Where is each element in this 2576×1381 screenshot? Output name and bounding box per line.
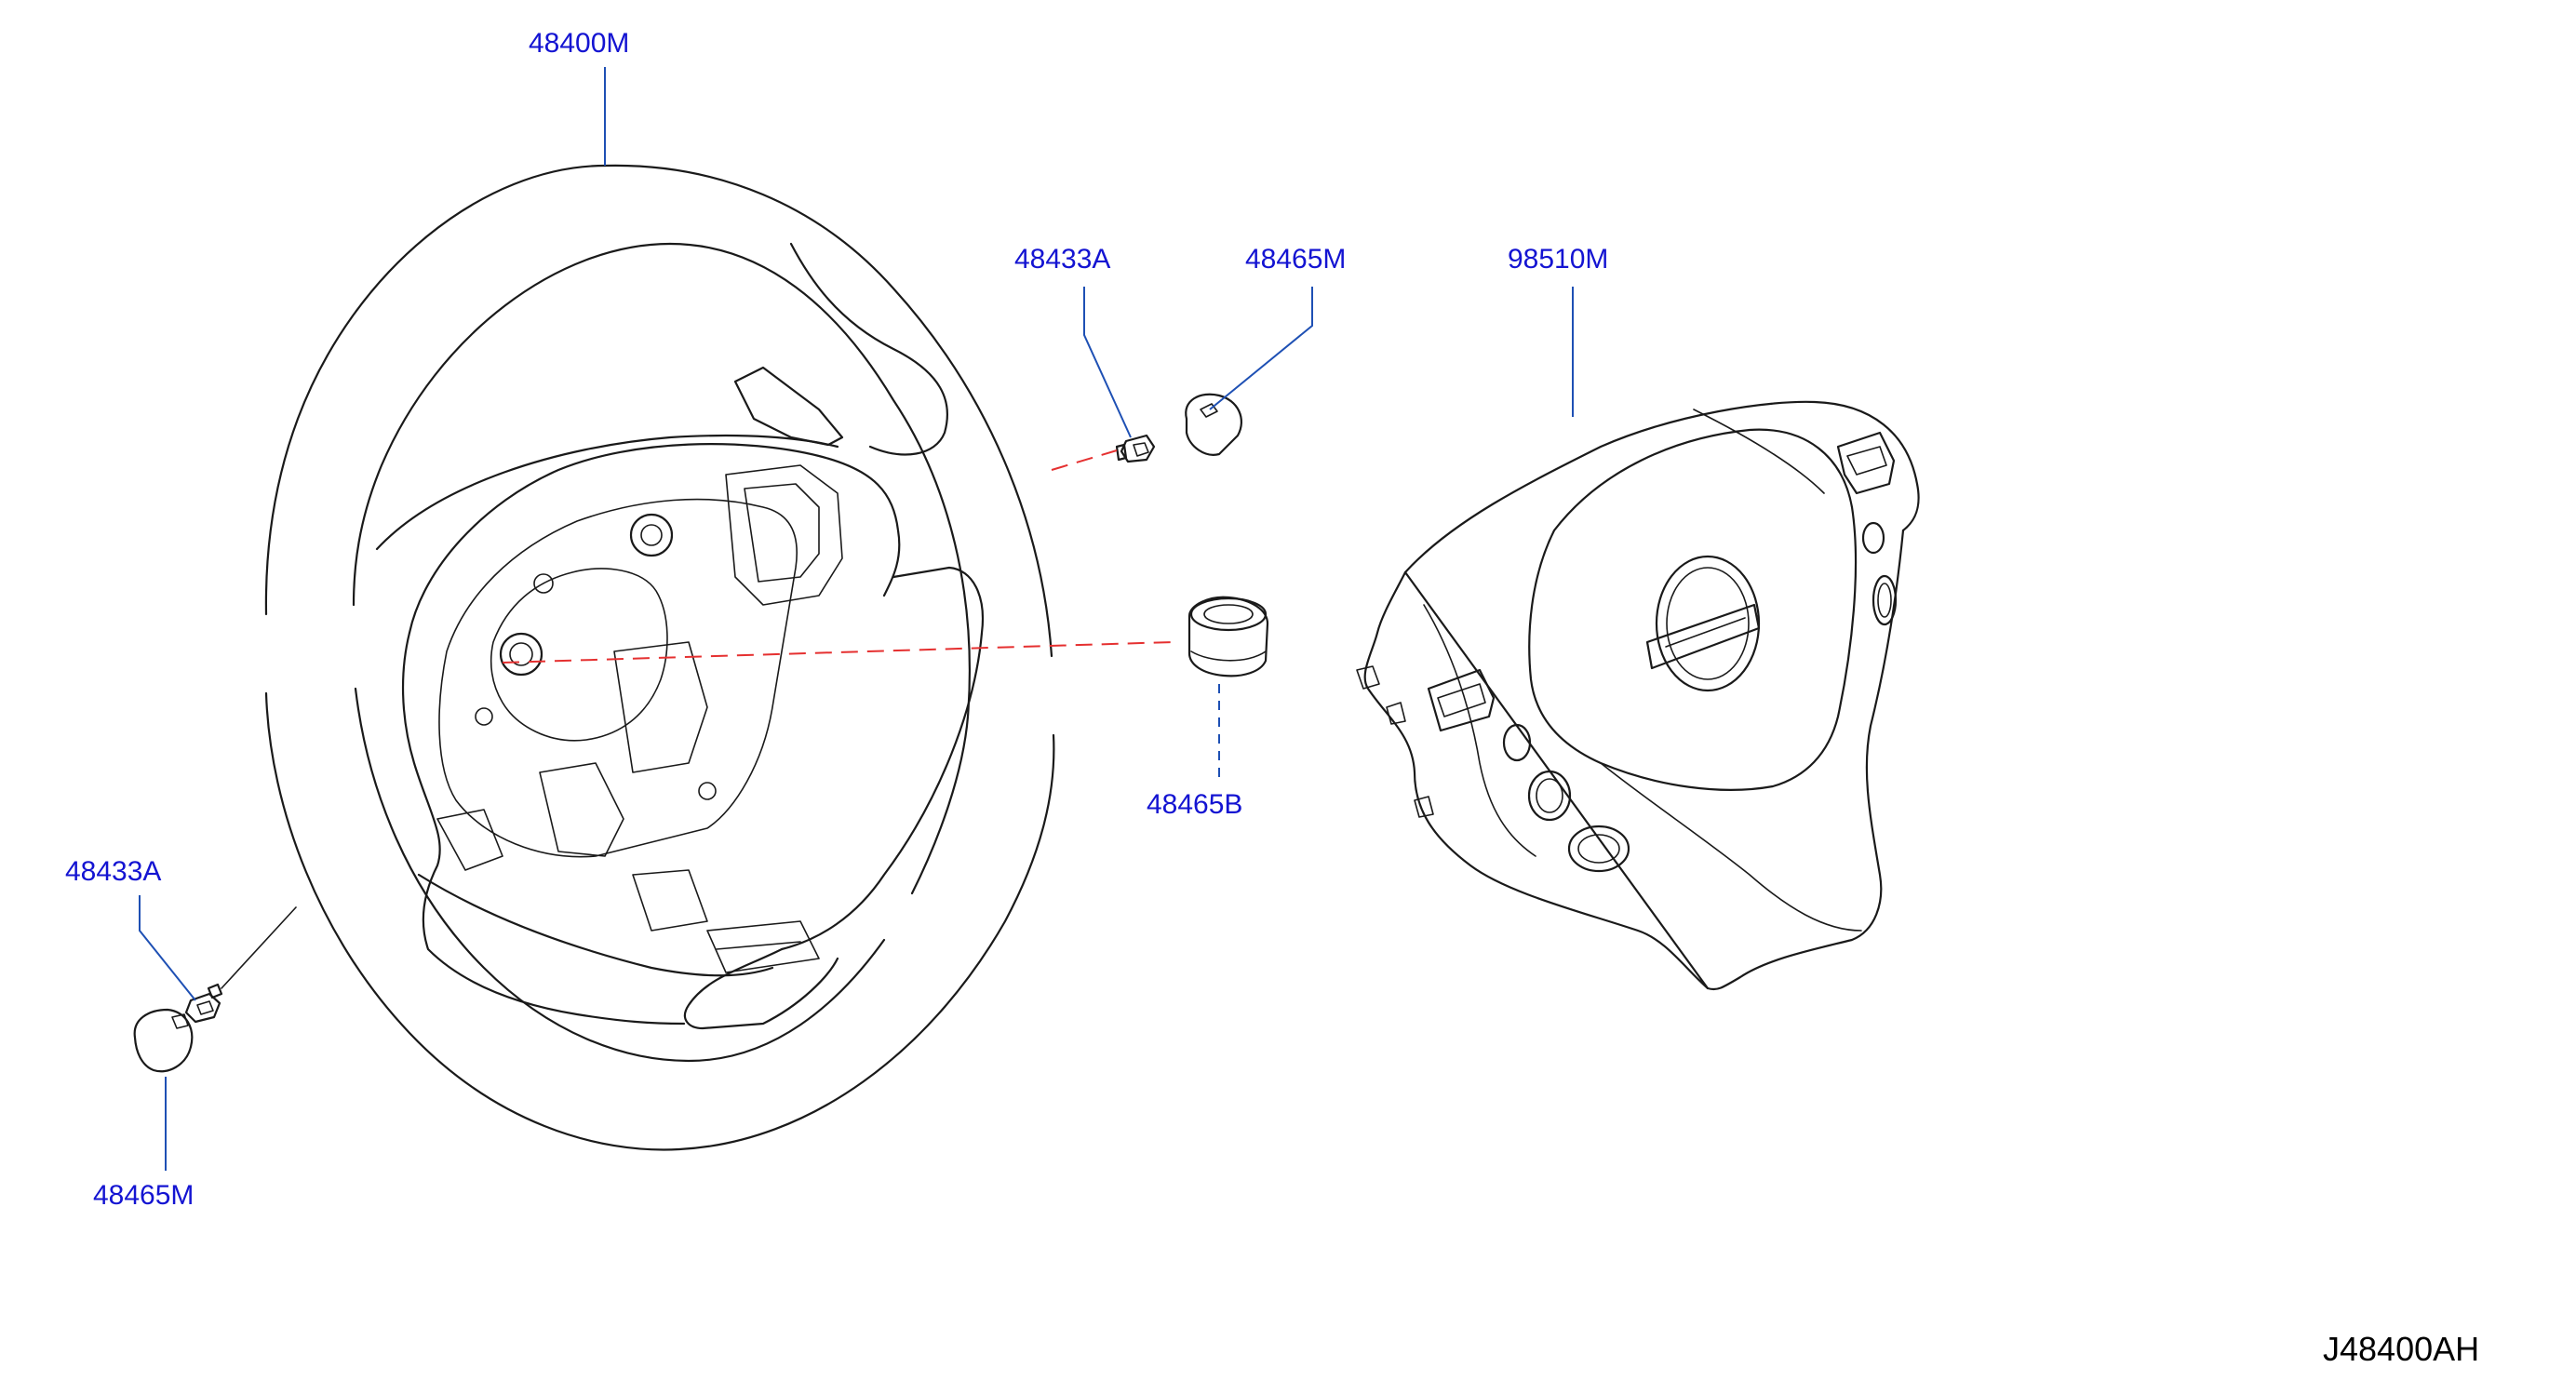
label-48433a-left: 48433A (65, 856, 162, 887)
label-48465m-left: 48465M (93, 1180, 195, 1211)
steering-wheel (264, 164, 1055, 1151)
screw-top (1115, 434, 1156, 463)
cap-left (133, 1008, 194, 1073)
cap-top (1185, 393, 1243, 456)
nut (1187, 596, 1269, 677)
screw-left-guide (221, 906, 297, 989)
label-48465m-top: 48465M (1245, 244, 1347, 275)
label-48400m: 48400M (529, 28, 630, 59)
label-48433a-top: 48433A (1014, 244, 1111, 275)
airbag-module (1356, 400, 1920, 991)
guide-lines (502, 449, 1174, 664)
leader-lines (139, 67, 1574, 1171)
label-98510m: 98510M (1508, 244, 1609, 275)
diagram-code: J48400AH (2323, 1330, 2480, 1368)
screw-left (184, 983, 223, 1024)
label-48465b: 48465B (1147, 789, 1243, 820)
